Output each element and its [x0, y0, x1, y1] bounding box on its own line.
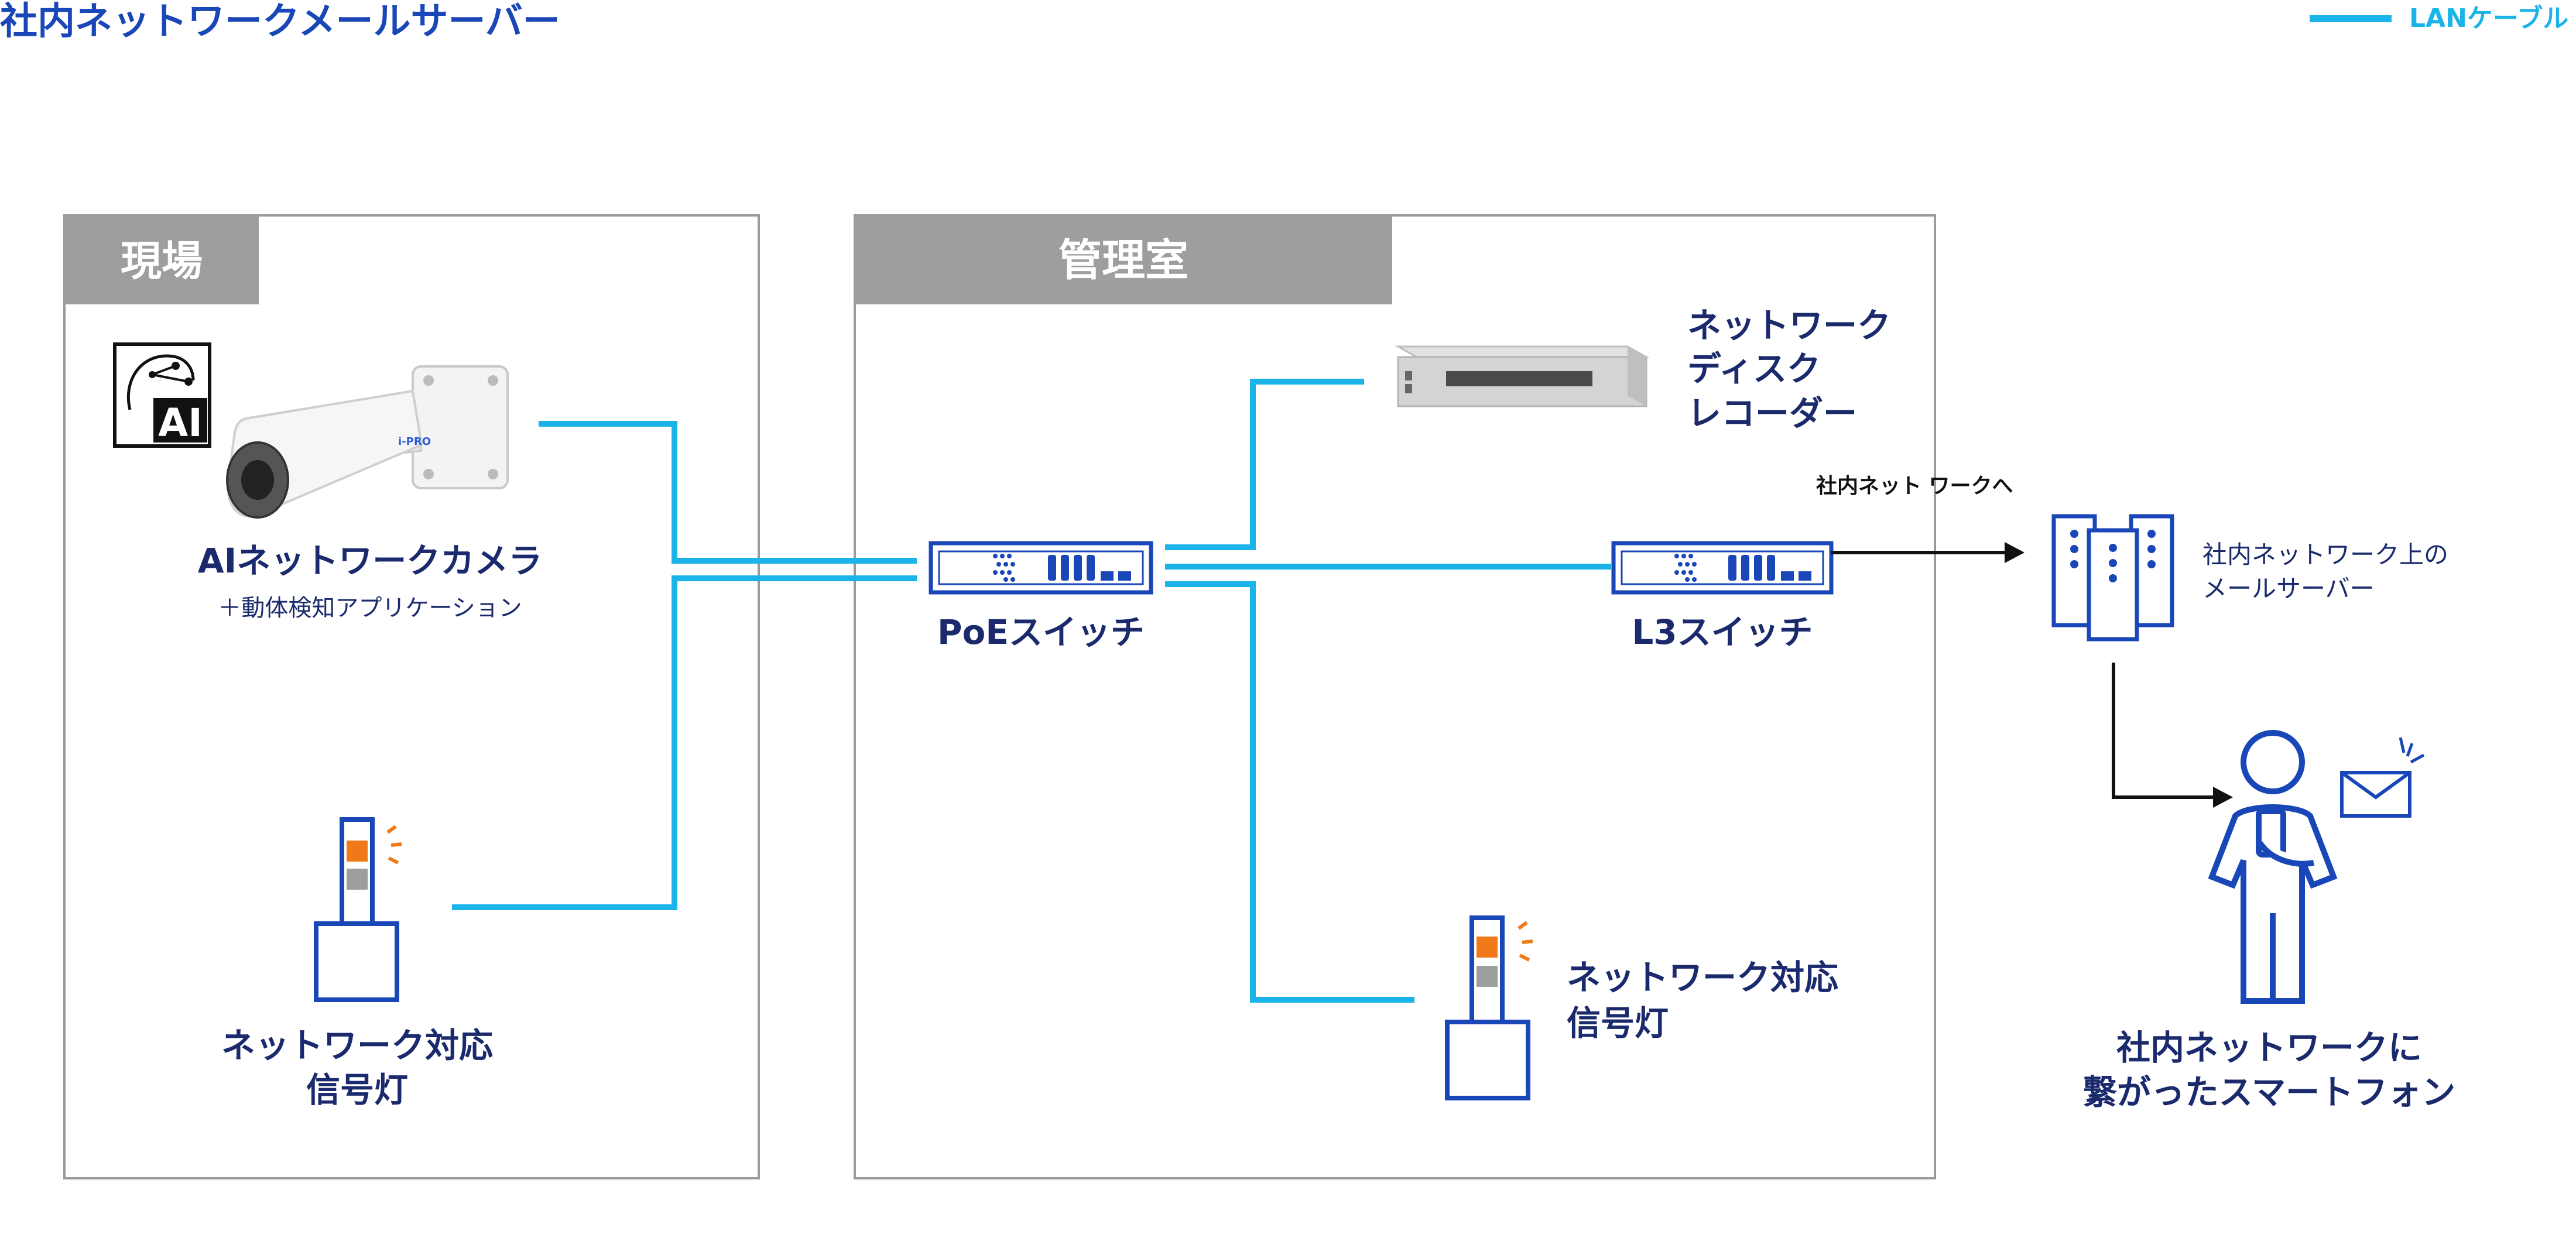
camera-icon: i-PRO: [226, 365, 509, 519]
recorder-label-3: レコーダー: [1687, 393, 1857, 433]
poe-switch-label: PoEスイッチ: [937, 612, 1145, 652]
signal-site-label-2: 信号灯: [306, 1070, 408, 1110]
person-icon: [2208, 730, 2338, 1004]
arrow-server-to-smartphone: [2112, 663, 2233, 808]
poe-switch: PoEスイッチ: [929, 541, 1153, 652]
signal-tower-icon: [1445, 915, 1533, 1100]
zone-control-room-frame: [854, 214, 1936, 1179]
ai-badge-icon: AI: [113, 342, 211, 448]
camera-sublabel: ＋動体検知アプリケーション: [218, 595, 522, 622]
smartphone-label-1: 社内ネットワークに: [2116, 1028, 2422, 1068]
mail-server-label-2: メールサーバー: [2202, 574, 2375, 603]
signal-light-site: ネットワーク対応 信号灯: [221, 817, 493, 1110]
network-disk-recorder: ネットワーク ディスク レコーダー: [1395, 306, 1891, 433]
switch-icon: [929, 541, 1153, 595]
arrow-head-icon: [2213, 787, 2233, 808]
l3-switch: L3スイッチ: [1611, 541, 1834, 652]
recorder-label-1: ネットワーク: [1687, 306, 1891, 345]
zone-site-frame: [63, 214, 760, 1179]
l3-switch-label: L3スイッチ: [1632, 612, 1813, 652]
lan-cables: [452, 379, 1611, 1003]
zone-site-header: [64, 215, 259, 304]
mail-server: 社内ネットワーク上の メールサーバー: [2051, 514, 2448, 642]
zone-control-room-header: [855, 215, 1392, 304]
ai-badge-text: AI: [158, 400, 203, 445]
zone-site: 現場: [63, 214, 760, 1179]
zone-control-room-label: 管理室: [1059, 235, 1188, 286]
arrow-head-icon: [2005, 542, 2025, 563]
zone-control-room: 管理室: [854, 214, 1936, 1179]
signal-light-control-room: ネットワーク対応 信号灯: [1445, 915, 1838, 1100]
signal-room-label-1: ネットワーク対応: [1567, 958, 1838, 997]
server-icon: [2051, 514, 2174, 642]
mail-icon: [2340, 737, 2425, 818]
cable-poe-signal-room: [1165, 581, 1414, 1003]
camera-label: AIネットワークカメラ: [198, 541, 542, 581]
arrow-label: 社内ネット ワークへ: [1816, 474, 2013, 498]
smartphone-label-2: 繋がったスマートフォン: [2083, 1072, 2455, 1112]
signal-room-label-2: 信号灯: [1567, 1003, 1669, 1043]
camera-brand: i-PRO: [398, 435, 431, 448]
cable-camera-poe: [539, 421, 917, 564]
legend: LANケーブル: [2310, 4, 2568, 33]
cable-poe-recorder: [1165, 379, 1364, 550]
arrow-to-internal-network: 社内ネット ワークへ: [1816, 474, 2025, 563]
legend-label: LANケーブル: [2409, 4, 2568, 33]
switch-icon: [1611, 541, 1834, 595]
page-title: 社内ネットワークメールサーバー: [0, 0, 560, 43]
signal-site-label-1: ネットワーク対応: [221, 1026, 493, 1065]
signal-tower-icon: [314, 817, 402, 1002]
zone-site-label: 現場: [121, 237, 203, 285]
recorder-label-2: ディスク: [1687, 349, 1821, 389]
cable-signal-poe: [452, 575, 917, 910]
ai-network-camera: AI i-PRO AIネットワークカメラ ＋動体検知アプリケーション: [113, 342, 542, 622]
mail-server-label-1: 社内ネットワーク上の: [2202, 540, 2448, 569]
smartphone-user: 社内ネットワークに 繋がったスマートフォン: [2083, 730, 2455, 1112]
recorder-icon: [1395, 345, 1650, 407]
